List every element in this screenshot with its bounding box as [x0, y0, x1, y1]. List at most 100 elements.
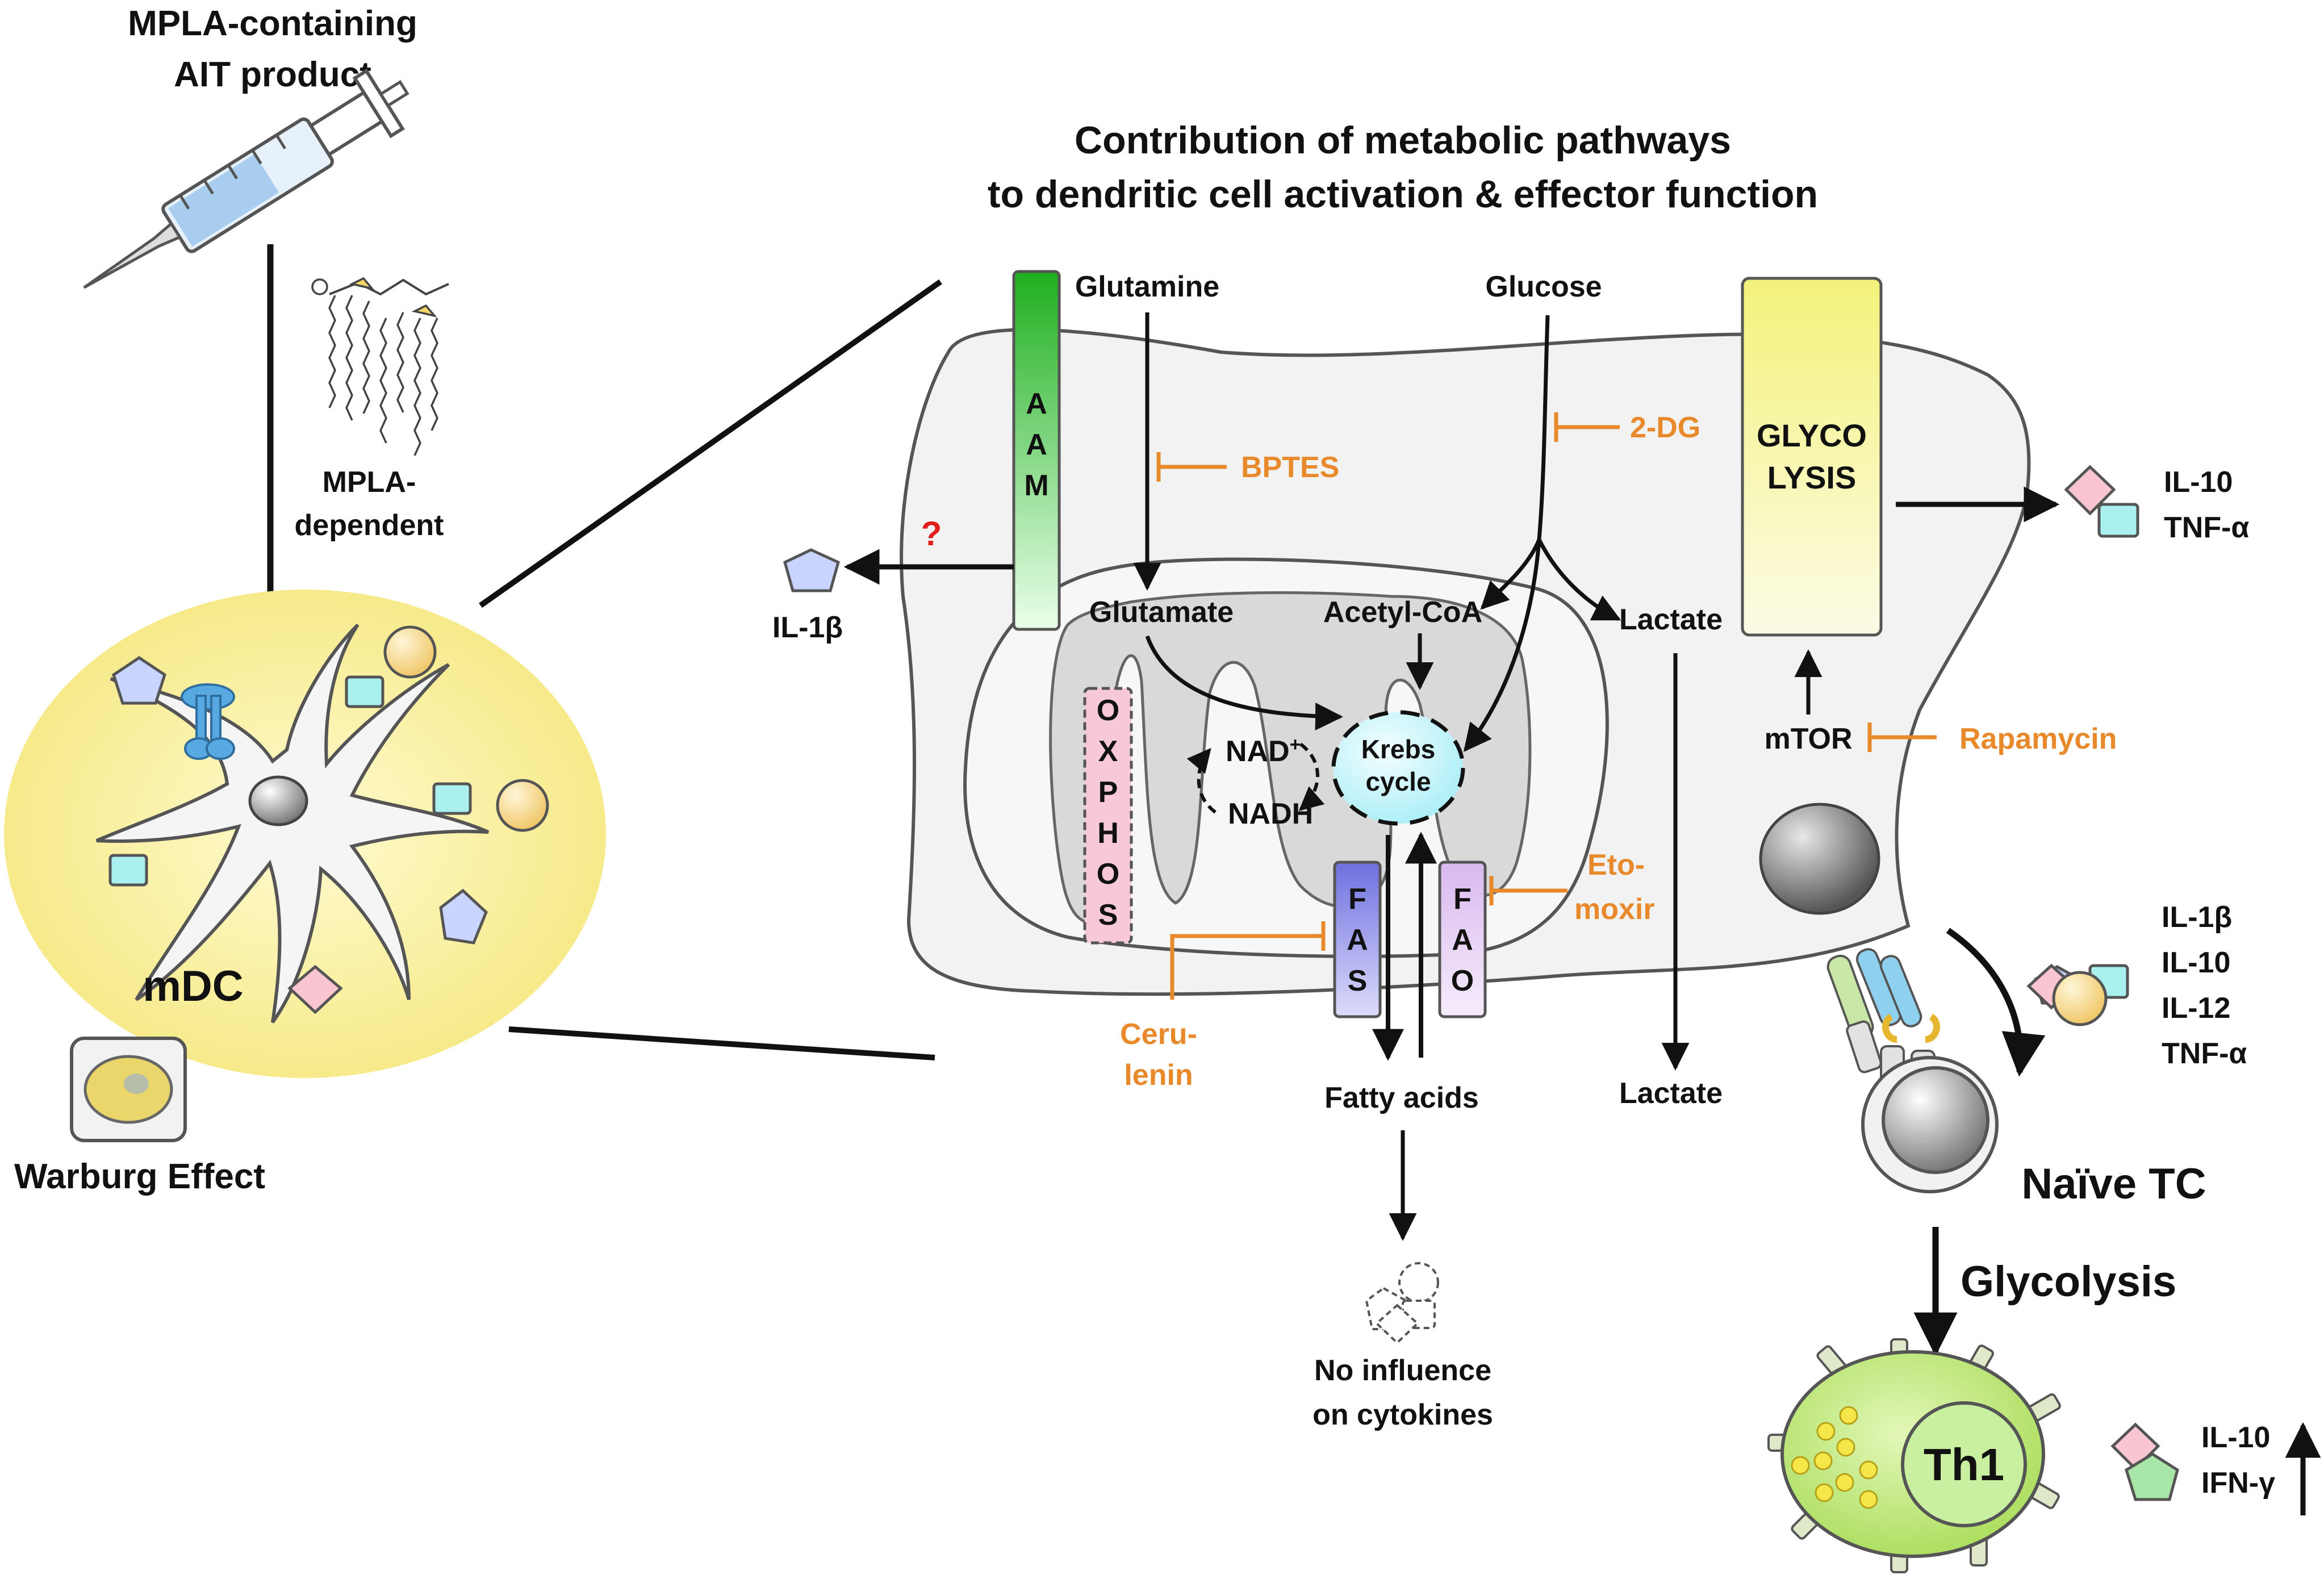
product-label-line1: MPLA-containing: [128, 4, 417, 43]
cerulenin-line2: lenin: [1124, 1059, 1193, 1092]
square-cytokine-icon: [2097, 503, 2139, 538]
oxphos-bar: [1083, 687, 1133, 945]
mdc-label: mDC: [143, 962, 243, 1010]
mpla-dependent-line1: MPLA-: [323, 466, 416, 499]
glycolysis-bar-line1: GLYCO: [1757, 417, 1867, 453]
twodg-label: 2-DG: [1630, 411, 1700, 444]
warburg-label: Warburg Effect: [14, 1157, 265, 1196]
fatty-acids-label: Fatty acids: [1324, 1081, 1479, 1114]
th1-granules: [1791, 1406, 1878, 1509]
glucose-trunk-line: [1537, 315, 1550, 540]
fao-letter-1: F: [1453, 883, 1472, 916]
no-influence-line2: on cytokines: [1313, 1398, 1493, 1431]
glucose-to-acetylcoa-arrow: [1480, 538, 1541, 610]
nad-superscript: +: [1290, 734, 1301, 755]
nadh-to-nad-arrow: [1186, 747, 1217, 814]
nad-text: NAD: [1226, 735, 1290, 768]
no-influence-line1: No influence: [1314, 1354, 1491, 1387]
title-line1: Contribution of metabolic pathways: [1075, 119, 1731, 162]
square-cytokine-icon: [345, 675, 384, 708]
rapamycin-label: Rapamycin: [1959, 722, 2117, 755]
square-cytokine-icon: [432, 782, 472, 815]
fao-letter-3: O: [1451, 964, 1474, 997]
th1-cytokine-2: IFN-γ: [2201, 1467, 2275, 1500]
glucose-label: Glucose: [1485, 270, 1602, 303]
nucleus-icon: [1759, 803, 1880, 915]
bptes-label: BPTES: [1241, 451, 1339, 484]
dc-to-tc-curved-arrow: [1946, 928, 2046, 1077]
il1b-left-label: IL-1β: [772, 611, 843, 644]
fas-letter-1: F: [1348, 883, 1366, 916]
krebs-label-line2: cycle: [1365, 767, 1431, 796]
aam-bar: [1012, 270, 1061, 631]
oxphos-letter-1: O: [1097, 694, 1119, 727]
glucose-to-lactate-arrow: [1537, 538, 1621, 621]
pentagon-cytokine-icon: [783, 548, 840, 592]
tlr4-receptor-icon: [181, 683, 235, 760]
glycolysis-cytokine-2: TNF-α: [2164, 511, 2249, 544]
fas-letter-3: S: [1348, 964, 1368, 997]
zoom-line-top: [479, 279, 942, 608]
glutamate-to-krebs-arrow: [1145, 635, 1343, 730]
circle-cytokine-icon: [383, 625, 437, 679]
diamond-cytokine-icon: [287, 964, 343, 1014]
oxphos-letter-4: H: [1097, 817, 1119, 850]
cerulenin-inhibitor-line: [1170, 934, 1323, 1000]
aam-letter-3: M: [1024, 469, 1048, 502]
tc-cytokine-4: TNF-α: [2162, 1037, 2247, 1070]
glutamate-label: Glutamate: [1089, 596, 1234, 629]
diamond-cytokine-icon: [2064, 465, 2116, 516]
tc-cytokine-1: IL-1β: [2162, 901, 2232, 934]
fao-bar: [1438, 861, 1487, 1018]
etomoxir-line1: Eto-: [1587, 849, 1645, 882]
product-label-line2: AIT product: [174, 55, 371, 94]
pentagon-cytokine-icon: [439, 888, 488, 945]
glycolysis-bar-line2: LYSIS: [1767, 460, 1857, 495]
tc-cytokine-cluster-icon: [2026, 963, 2129, 1026]
th1-nucleus-icon: [1901, 1401, 2027, 1527]
cerulenin-line1: Ceru-: [1120, 1018, 1197, 1051]
th1-label: Th1: [1924, 1439, 2004, 1490]
mdc-cell-body: [95, 623, 490, 1024]
nadh-label: NADH: [1228, 797, 1313, 830]
lipid-a-icon: [311, 277, 449, 456]
warburg-nucleus-icon: [124, 1074, 149, 1094]
tc-cytokine-2: IL-10: [2162, 946, 2230, 979]
etomoxir-line2: moxir: [1574, 893, 1655, 926]
krebs-label-line1: Krebs: [1361, 734, 1435, 764]
circle-cytokine-icon: [496, 779, 549, 832]
zoom-line-bottom: [508, 1026, 935, 1060]
syringe-icon: [83, 68, 409, 289]
mpla-dependent-line2: dependent: [295, 509, 444, 542]
krebs-cycle-circle: [1334, 712, 1463, 824]
aam-letter-2: A: [1026, 428, 1047, 461]
nad-to-nadh-arrow: [1298, 742, 1325, 811]
th1-cytokine-1: IL-10: [2201, 1421, 2270, 1454]
pentagon-cytokine-icon: [112, 655, 166, 705]
oxphos-letter-6: S: [1098, 899, 1118, 932]
title-line2: to dendritic cell activation & effector …: [988, 173, 1818, 216]
glycolysis-cytokine-1: IL-10: [2164, 466, 2233, 499]
glycolysis-bar: [1741, 277, 1883, 637]
krebs-cycle-dashed-ring: [1331, 710, 1465, 826]
nucleus-icon: [248, 775, 308, 826]
lactate-inner-label: Lactate: [1619, 603, 1723, 636]
naive-tc-nucleus-icon: [1882, 1066, 1989, 1174]
dashed-cytokine-cluster-icon: [1365, 1262, 1439, 1344]
fao-letter-2: A: [1452, 924, 1473, 957]
glutamine-label: Glutamine: [1075, 270, 1219, 303]
acetyl-coa-label: Acetyl-CoA: [1323, 596, 1482, 629]
lactate-outer-label: Lactate: [1619, 1077, 1723, 1110]
mtor-label: mTOR: [1764, 722, 1852, 755]
fas-bar: [1333, 861, 1382, 1018]
fas-letter-2: A: [1347, 924, 1368, 957]
nad-label: NAD+: [1226, 734, 1301, 768]
pentagon-cytokine-icon: [2125, 1452, 2179, 1501]
oxphos-letter-2: X: [1098, 735, 1118, 768]
glycolysis-step-label: Glycolysis: [1961, 1258, 2176, 1306]
naive-tc-label: Naïve TC: [2021, 1160, 2206, 1208]
aam-letter-1: A: [1026, 387, 1047, 420]
square-cytokine-icon: [108, 854, 148, 887]
glucose-to-krebs-arrow: [1463, 539, 1541, 752]
